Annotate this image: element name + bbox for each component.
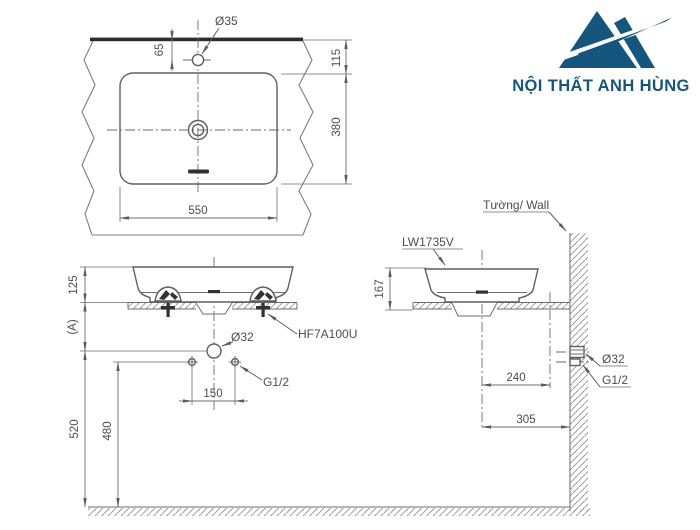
side-drain-mark [476, 290, 488, 294]
side-supply-thread-label: G1/2 [602, 373, 628, 387]
front-fixing-kit-leader [267, 313, 298, 335]
front-fixing-kit-label: HF7A100U [298, 327, 357, 341]
front-drain-hole [206, 343, 222, 359]
front-supply-leader [239, 365, 263, 381]
plan-faucet-offset-dim: 65 [154, 44, 166, 57]
plan-wall-gap-dim: 115 [331, 49, 343, 67]
front-drain-height-dim: 520 [69, 419, 81, 438]
front-supply-height-dim: 480 [102, 421, 114, 440]
plan-drain-inner [191, 123, 205, 137]
plan-faucet-hole [191, 53, 205, 67]
side-faucet-offset-dim: 240 [506, 372, 525, 384]
side-waste-diameter-label: Ø32 [602, 352, 625, 366]
side-counter [412, 302, 570, 317]
plan-basin-depth-dim: 380 [331, 117, 343, 136]
front-view: 125 (A) 520 480 Ø32 HF7A100U G1/2 150 [67, 257, 357, 508]
plan-faucet-diameter-label: Ø35 [215, 14, 238, 28]
side-wall [569, 233, 588, 512]
floor [88, 506, 590, 516]
plan-counter-outline [81, 40, 314, 236]
side-wall-label: Tường/ Wall [483, 198, 549, 212]
side-view: LW1735V Tường/ Wall 167 240 305 Ø32 G1/2 [374, 198, 631, 512]
brand-logo-text: NỘI THẤT ANH HÙNG [512, 76, 690, 95]
plan-basin-width-dim: 550 [188, 205, 207, 217]
plan-drain-outer [187, 119, 209, 141]
plan-view: Ø35 65 115 380 550 [81, 14, 352, 236]
side-wall-fittings [556, 345, 592, 367]
brand-logo: NỘI THẤT ANH HÙNG [512, 11, 690, 95]
front-counter [127, 302, 298, 315]
front-drain-mark [208, 290, 220, 294]
side-wall-offset-dim: 305 [516, 414, 535, 426]
plan-basin-outline [119, 72, 278, 185]
plan-wall-edge [90, 37, 303, 42]
side-leaders [402, 211, 631, 388]
side-model-label: LW1735V [402, 235, 454, 249]
front-supply-spacing-dim: 150 [203, 388, 222, 400]
side-rim-height-dim: 167 [374, 279, 386, 298]
side-basin-outline [424, 268, 539, 303]
plan-faucet-leader [201, 27, 220, 55]
plan-centerlines [107, 20, 291, 194]
front-rim-height-dim: 125 [68, 275, 80, 294]
plan-dimensions [119, 29, 352, 222]
front-drain-leader [221, 341, 234, 347]
anh-hung-logo-icon [552, 11, 672, 68]
front-fixing-clamps [154, 286, 277, 317]
front-supply-thread-label: G1/2 [263, 375, 289, 389]
front-dimensions [80, 266, 248, 508]
front-drain-diameter-label: Ø32 [231, 330, 254, 344]
front-counter-ref-dim: (A) [67, 319, 79, 335]
plan-overflow-slot [188, 169, 209, 174]
side-dimensions [385, 267, 571, 429]
